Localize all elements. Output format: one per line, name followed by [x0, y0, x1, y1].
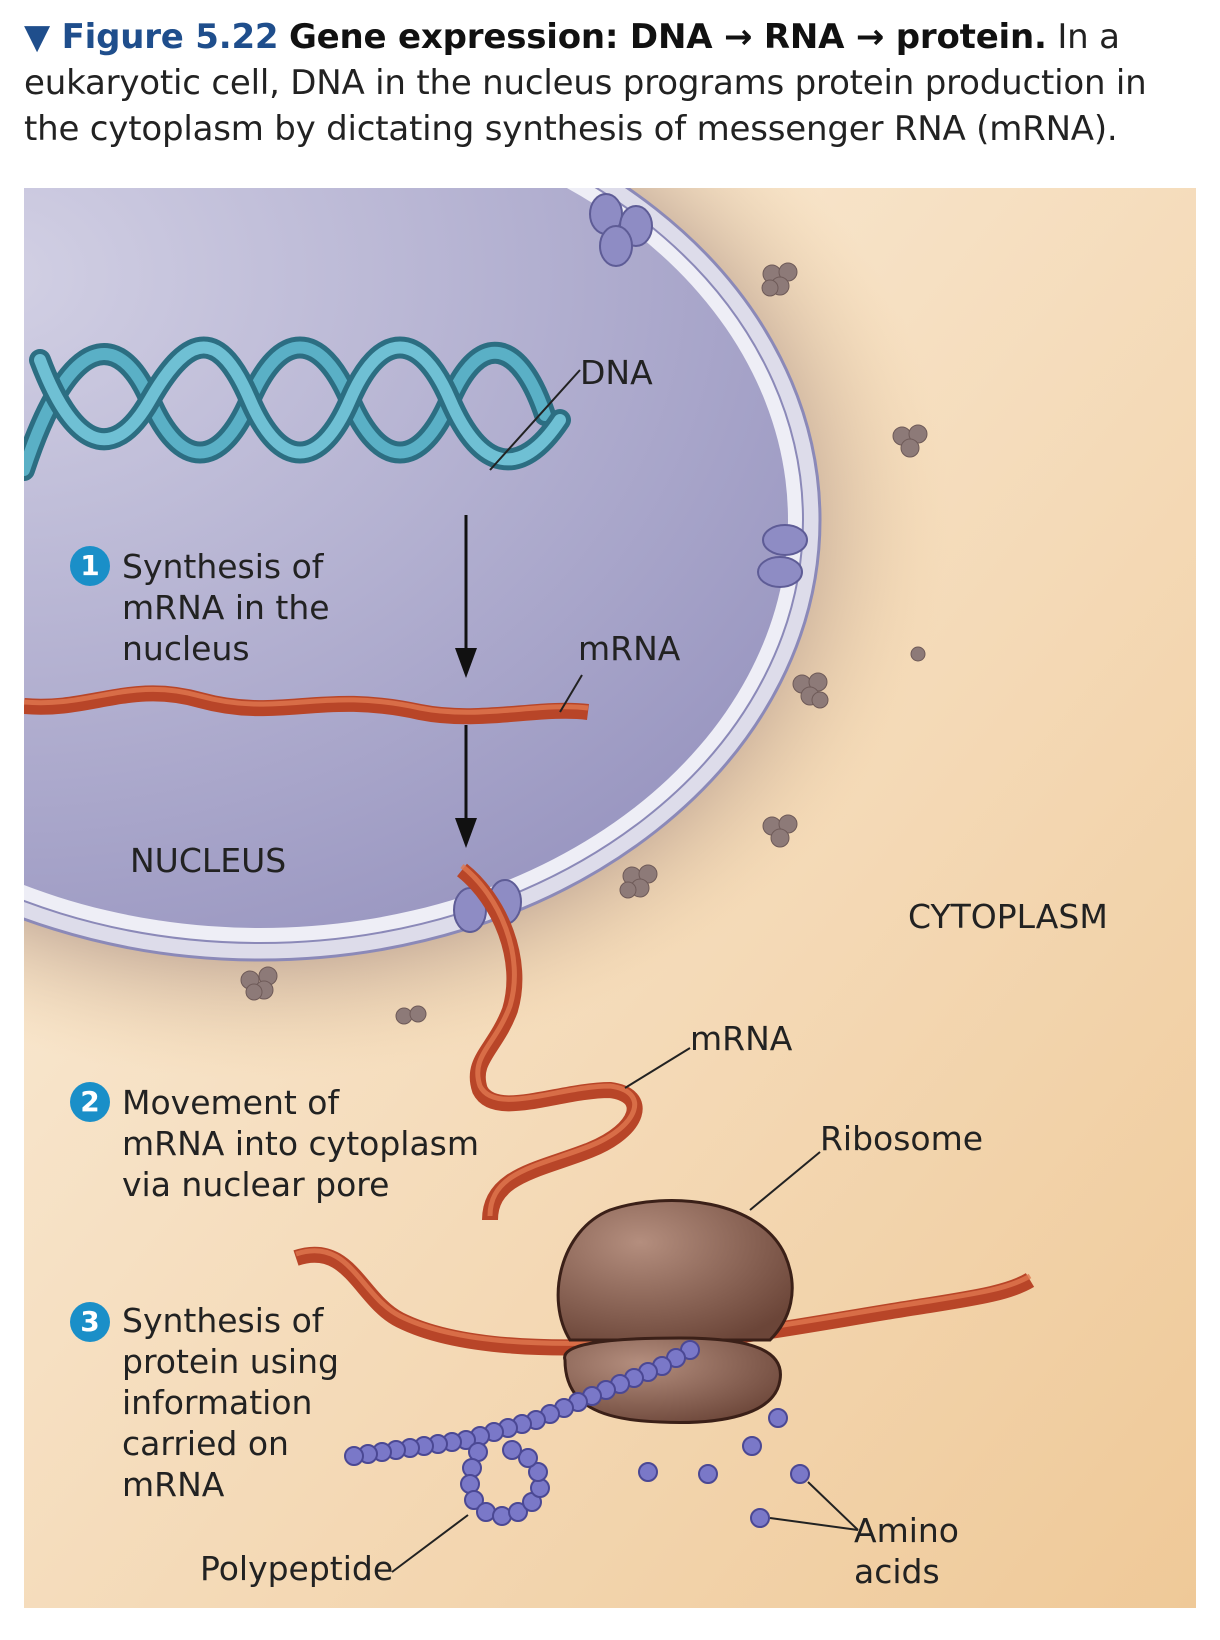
- ribosome-leader-line: [749, 1151, 821, 1211]
- transcription-arrow: [455, 515, 477, 678]
- mrna-strand-nucleus: [24, 685, 589, 725]
- figure-number: ▼ Figure 5.22: [24, 17, 279, 57]
- figure-title: Gene expression: DNA → RNA → protein.: [288, 17, 1047, 57]
- polypeptide-chain: [344, 1340, 700, 1526]
- nucleus-label: NUCLEUS: [130, 841, 287, 880]
- step-3-badge: 3: [70, 1302, 110, 1342]
- amino-acids-leader-lines: [769, 1481, 859, 1531]
- mrna-cytoplasm-label: mRNA: [690, 1019, 793, 1058]
- ribosome-large-subunit: [556, 1199, 794, 1342]
- amino-acids-label: Amino acids: [854, 1511, 959, 1591]
- step-1-text: Synthesis of mRNA in the nucleus: [122, 547, 330, 668]
- caption-text: In a eukaryotic cell, DNA in the nucleus…: [24, 17, 1147, 149]
- mrna-nucleus-label: mRNA: [578, 629, 681, 668]
- envelope-particles: [240, 262, 928, 1025]
- step-3-text: Synthesis of protein using information c…: [122, 1301, 339, 1504]
- step-2-text: Movement of mRNA into cytoplasm via nucl…: [122, 1083, 480, 1204]
- amino-acids: [638, 1408, 810, 1528]
- polypeptide-leader-line: [391, 1514, 469, 1573]
- nucleus-region: [24, 188, 788, 928]
- mrna-nucleus-leader-line: [559, 674, 583, 713]
- dna-double-helix: [24, 336, 571, 481]
- cytoplasm-label: CYTOPLASM: [908, 897, 1108, 936]
- dna-leader-line: [489, 369, 581, 471]
- ribosome-label: Ribosome: [820, 1119, 984, 1158]
- mrna-cytoplasm-leader-line: [624, 1047, 691, 1089]
- ribosome: [556, 1199, 794, 1424]
- nuclear-pore: [757, 524, 808, 588]
- polypeptide-label: Polypeptide: [200, 1549, 394, 1588]
- ribosome-small-subunit: [563, 1336, 782, 1424]
- figure-caption: ▼ Figure 5.22 Gene expression: DNA → RNA…: [24, 14, 1204, 152]
- dna-label: DNA: [580, 353, 653, 392]
- export-arrow: [455, 725, 477, 848]
- step-2-badge: 2: [70, 1082, 110, 1122]
- nuclear-pore: [589, 193, 653, 267]
- step-1-badge: 1: [70, 546, 110, 586]
